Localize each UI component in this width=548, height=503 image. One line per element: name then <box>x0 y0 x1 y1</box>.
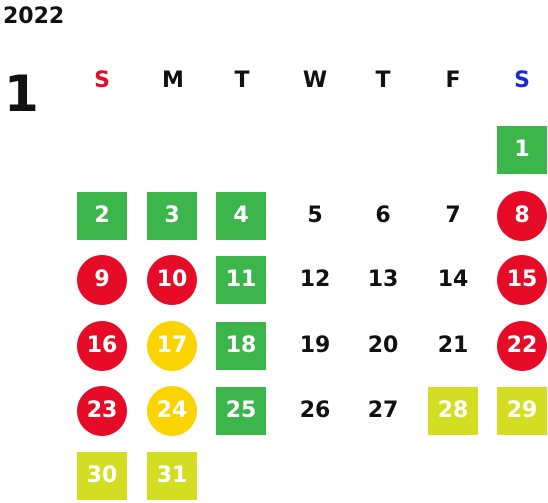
day-cell[interactable]: 29 <box>497 387 547 435</box>
day-cell[interactable]: 20 <box>367 333 399 358</box>
day-cell[interactable]: 9 <box>77 255 127 305</box>
month-number: 1 <box>4 65 39 123</box>
day-cell[interactable]: 17 <box>147 321 197 371</box>
weekday-saturday: S <box>514 68 530 93</box>
day-cell[interactable]: 6 <box>375 203 391 228</box>
day-cell[interactable]: 5 <box>307 203 323 228</box>
weekday-friday: F <box>445 68 461 93</box>
year-label: 2022 <box>3 4 65 29</box>
day-cell[interactable]: 10 <box>147 255 197 305</box>
day-cell[interactable]: 11 <box>216 256 266 304</box>
day-cell[interactable]: 1 <box>497 126 547 174</box>
day-cell[interactable]: 23 <box>77 386 127 436</box>
day-cell[interactable]: 27 <box>367 398 399 423</box>
day-cell[interactable]: 15 <box>497 255 547 305</box>
day-cell[interactable]: 21 <box>437 333 469 358</box>
day-cell[interactable]: 3 <box>147 192 197 240</box>
day-cell[interactable]: 2 <box>77 192 127 240</box>
day-cell[interactable]: 24 <box>147 386 197 436</box>
day-cell[interactable]: 25 <box>216 387 266 435</box>
day-cell[interactable]: 4 <box>216 192 266 240</box>
day-cell[interactable]: 31 <box>147 452 197 500</box>
day-cell[interactable]: 13 <box>367 267 399 292</box>
weekday-sunday: S <box>94 68 110 93</box>
weekday-thursday: T <box>375 68 391 93</box>
weekday-monday: M <box>162 68 184 93</box>
day-cell[interactable]: 22 <box>497 321 547 371</box>
day-cell[interactable]: 16 <box>77 321 127 371</box>
day-cell[interactable]: 7 <box>445 203 461 228</box>
day-cell[interactable]: 19 <box>299 333 331 358</box>
day-cell[interactable]: 26 <box>299 398 331 423</box>
day-cell[interactable]: 18 <box>216 322 266 370</box>
day-cell[interactable]: 8 <box>497 191 547 241</box>
weekday-wednesday: W <box>302 68 328 93</box>
weekday-tuesday: T <box>234 68 250 93</box>
day-cell[interactable]: 30 <box>77 452 127 500</box>
day-cell[interactable]: 12 <box>299 267 331 292</box>
day-cell[interactable]: 14 <box>437 267 469 292</box>
day-cell[interactable]: 28 <box>428 387 478 435</box>
